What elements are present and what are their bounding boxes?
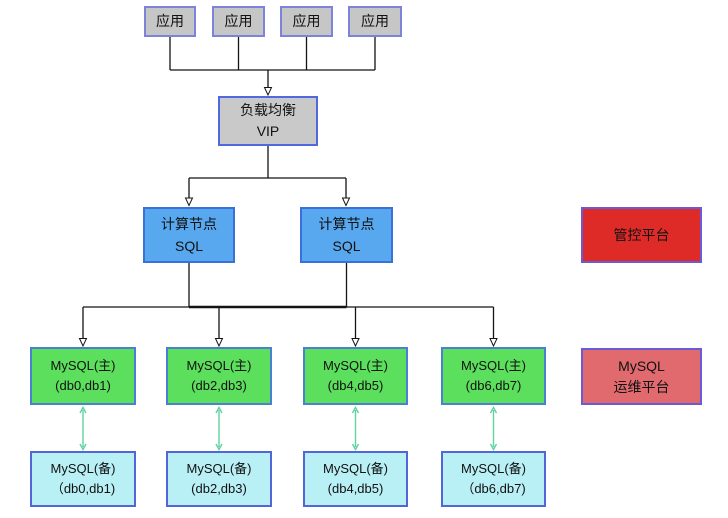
compute-node-sql-label: SQL: [174, 238, 203, 254]
mysql-master-1: MySQL(主) (db0,db1): [30, 347, 136, 405]
ops-platform-title: MySQL: [618, 357, 665, 374]
load-balancer-vip-label: VIP: [256, 123, 280, 139]
mysql-ops-platform-panel: MySQL 运维平台: [581, 348, 702, 405]
compute-node-title: 计算节点: [161, 215, 217, 232]
mysql-master-title: MySQL(主): [50, 357, 116, 373]
mysql-standby-dbs: （db6,db7): [461, 481, 526, 496]
mysql-standby-2: MySQL(备) (db2,db3): [166, 451, 272, 507]
control-platform-label: 管控平台: [613, 226, 670, 243]
mysql-master-dbs: (db0,db1): [55, 378, 111, 393]
mysql-master-dbs: (db2,db3): [191, 378, 247, 393]
load-balancer-node: 负载均衡 VIP: [218, 96, 318, 146]
app-node-1: 应用: [144, 6, 196, 37]
app-node-label: 应用: [292, 13, 321, 30]
mysql-master-2: MySQL(主) (db2,db3): [166, 347, 272, 405]
mysql-master-title: MySQL(主): [186, 357, 252, 373]
app-node-4: 应用: [348, 6, 402, 37]
compute-node-title: 计算节点: [318, 215, 375, 232]
load-balancer-title: 负载均衡: [240, 102, 296, 118]
mysql-master-3: MySQL(主) (db4,db5): [303, 347, 408, 405]
compute-node-2: 计算节点 SQL: [300, 207, 393, 263]
mysql-master-dbs: (db6,db7): [465, 378, 522, 393]
app-node-label: 应用: [156, 13, 184, 30]
app-node-3: 应用: [280, 6, 333, 37]
ops-platform-subtitle: 运维平台: [613, 378, 670, 395]
mysql-standby-1: MySQL(备) （db0,db1): [30, 451, 136, 507]
mysql-standby-3: MySQL(备) (db4,db5): [303, 451, 408, 507]
mysql-standby-title: MySQL(备): [186, 460, 252, 476]
mysql-standby-dbs: (db2,db3): [191, 481, 247, 496]
mysql-master-title: MySQL(主): [460, 357, 526, 373]
compute-node-sql-label: SQL: [332, 238, 361, 254]
mysql-standby-4: MySQL(备) （db6,db7): [441, 451, 546, 507]
mysql-standby-dbs: （db0,db1): [50, 481, 116, 496]
mysql-standby-title: MySQL(备): [322, 460, 388, 476]
mysql-master-title: MySQL(主): [322, 357, 388, 373]
app-node-2: 应用: [212, 6, 265, 37]
mysql-standby-dbs: (db4,db5): [327, 481, 384, 496]
mysql-master-4: MySQL(主) (db6,db7): [441, 347, 546, 405]
compute-node-1: 计算节点 SQL: [143, 207, 235, 263]
control-platform-panel: 管控平台: [581, 207, 702, 263]
mysql-standby-title: MySQL(备): [50, 460, 116, 476]
mysql-standby-title: MySQL(备): [460, 460, 526, 476]
mysql-master-dbs: (db4,db5): [327, 378, 384, 393]
app-node-label: 应用: [361, 13, 389, 30]
app-node-label: 应用: [224, 13, 253, 30]
